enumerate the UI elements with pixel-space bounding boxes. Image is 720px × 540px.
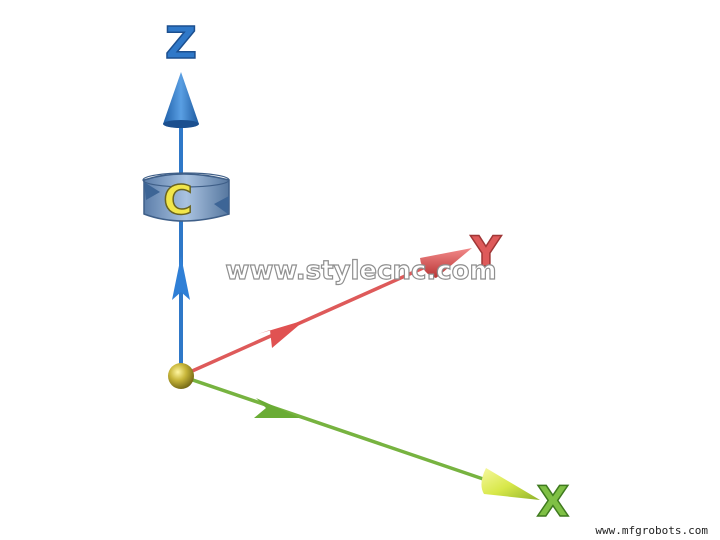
z-axis-arrowhead-base — [163, 120, 199, 128]
c-axis-label: C — [163, 178, 192, 224]
footer-credit: www.mfgrobots.com — [595, 524, 708, 537]
y-axis-line — [180, 262, 433, 378]
z-axis-mid-arrow — [172, 256, 190, 300]
origin-sphere — [168, 363, 194, 389]
x-axis-line — [180, 374, 493, 484]
y-axis-label: Y — [470, 227, 502, 276]
z-axis-label: Z — [165, 18, 197, 69]
c-rotation-ring — [142, 172, 230, 222]
watermark-text: www.stylecnc.com — [225, 256, 496, 286]
x-axis-mid-arrow — [254, 398, 300, 418]
y-axis-arrowhead — [420, 248, 472, 278]
x-axis-label: X — [537, 477, 569, 526]
x-axis-arrowhead — [481, 468, 540, 500]
z-axis-arrowhead — [163, 72, 199, 128]
y-axis-mid-arrow — [258, 320, 305, 348]
